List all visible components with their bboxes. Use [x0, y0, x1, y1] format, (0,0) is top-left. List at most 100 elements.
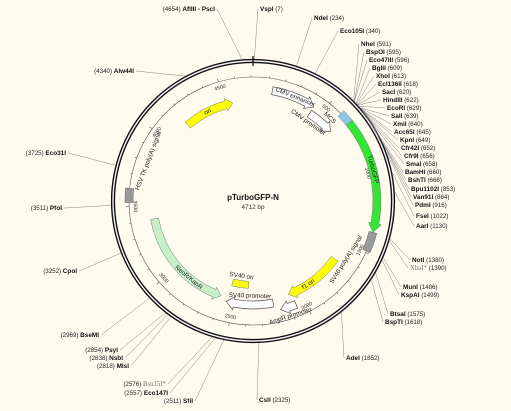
site-leader-muni [382, 257, 402, 288]
tick-mark [134, 157, 137, 159]
site-position: (622) [403, 97, 419, 104]
site-position: (2969) [61, 332, 81, 339]
site-position: (3252) [43, 268, 63, 275]
site-position: (645) [415, 129, 431, 136]
svg-text:Ecl136II (618): Ecl136II (618) [378, 81, 418, 88]
svg-text:Bpu1102I (853): Bpu1102I (853) [411, 186, 455, 193]
svg-text:HindIII (622): HindIII (622) [383, 97, 419, 104]
backbone [110, 56, 396, 344]
site-leader-alw44i [135, 70, 186, 77]
site-name: KpnI [400, 137, 414, 144]
site-fsei: FseI (1022) [416, 213, 448, 220]
site-pdmi: PdmI (916) [415, 202, 447, 209]
site-leader-sfii [194, 339, 225, 402]
site-leader-noti [389, 238, 411, 261]
tick-mark [197, 312, 199, 314]
site-psyi: (2854) PsyI [85, 347, 118, 354]
tick-mark [315, 92, 318, 95]
site-position: (2511) [164, 398, 183, 405]
site-position: (2557) [124, 390, 144, 397]
site-leader-nhei [353, 43, 360, 101]
svg-text:BspOI (595): BspOI (595) [366, 49, 401, 56]
site-ecori: EcoRI (629) [387, 105, 421, 112]
site-name: Alw44I [114, 68, 134, 75]
tick-label-3500: 3500 [131, 200, 138, 212]
site-csii: CsII (2325) [259, 397, 290, 404]
svg-text:AarI (1130): AarI (1130) [416, 223, 448, 230]
site-leader-eco147i [169, 337, 216, 394]
site-leader-bsemi [100, 297, 150, 336]
site-name: PsyI [105, 347, 118, 354]
site-leader-cfr42i [361, 109, 400, 149]
svg-text:(3725) Eco31I: (3725) Eco31I [26, 150, 66, 157]
tick-label-2000: 2000 [301, 301, 314, 312]
site-kpni: KpnI (649) [400, 137, 430, 144]
site-leader-fsei [391, 171, 415, 217]
site-leader-cpoi [78, 252, 122, 272]
site-name: KspAI [401, 292, 420, 299]
tick-mark [173, 103, 176, 105]
site-leader-ecori [358, 105, 386, 109]
svg-text:KpnI (649): KpnI (649) [400, 137, 430, 144]
sv40-ori-label: SV40 ori [229, 271, 254, 282]
site-position: (2854) [85, 347, 105, 354]
site-position: (864) [433, 194, 449, 201]
tick-label-4500: 4500 [214, 84, 227, 93]
site-position: (595) [385, 49, 401, 56]
site-name: BamHI [405, 169, 425, 176]
tick-mark [139, 254, 142, 256]
site-leader-btsai [375, 272, 389, 315]
site-leader-lines [63, 8, 415, 402]
site-name: CsII [259, 397, 271, 404]
svg-text:Cfr9I (656): Cfr9I (656) [404, 153, 435, 160]
site-name: XbaI* [410, 265, 428, 272]
site-adei: AdeI (1852) [346, 355, 379, 362]
site-position: (4340) [94, 68, 114, 75]
svg-text:(2557) Eco147I: (2557) Eco147I [124, 390, 168, 397]
site-position: (853) [439, 186, 455, 193]
svg-text:(4654) AflIII - PscI: (4654) AflIII - PscI [163, 6, 216, 13]
site-saci: SacI (620) [382, 89, 411, 96]
site-position: (629) [405, 105, 421, 112]
site-cfr42i: Cfr42I (652) [401, 145, 435, 152]
site-name: SfiI [183, 398, 193, 405]
tick-mark [156, 281, 160, 285]
svg-text:SmaI (658): SmaI (658) [406, 161, 437, 168]
site-name: Eco31I [45, 150, 66, 157]
svg-text:PdmI (916): PdmI (916) [415, 202, 447, 209]
site-leader-bspti [371, 279, 384, 323]
site-leader-van91i [382, 143, 412, 198]
plasmid-length: 4712 bp [241, 204, 265, 211]
site-sfii: (2511) SfiI [164, 398, 193, 405]
site-position: (234) [328, 15, 344, 22]
site-eco105i: Eco105I (340) [340, 28, 380, 35]
site-kspai: KspAI (1499) [401, 292, 439, 299]
site-position: (658) [421, 161, 437, 168]
site-position: (620) [395, 89, 411, 96]
site-bsemi: (2969) BseMI [61, 332, 100, 339]
tick-mark [201, 85, 204, 88]
site-position: (666) [426, 177, 442, 184]
site-bglii: BglII (609) [372, 65, 402, 72]
site-afliii-psci: (4654) AflIII - PscI [163, 6, 216, 13]
svg-text:Acc65I (645): Acc65I (645) [394, 129, 431, 136]
site-name: CpoI [63, 268, 77, 275]
svg-text:(2969) BseMI: (2969) BseMI [61, 332, 100, 339]
site-name: Bpu1102I [411, 186, 439, 193]
site-eco147i: (2557) Eco147I [124, 390, 168, 397]
site-position: (1852) [360, 355, 380, 362]
svg-text:(2511) SfiI: (2511) SfiI [164, 398, 193, 405]
svg-text:(3252) CpoI: (3252) CpoI [43, 268, 77, 275]
svg-text:NdeI (234): NdeI (234) [314, 15, 344, 22]
site-name: NdeI [314, 15, 328, 22]
site-ecl136ii: Ecl136II (618) [378, 81, 418, 88]
svg-text:(2838) NsbI: (2838) NsbI [90, 355, 124, 362]
site-name: AarI [416, 223, 429, 230]
site-position: (618) [402, 81, 418, 88]
site-position: (1380) [424, 257, 444, 264]
site-name: VspI [260, 6, 274, 13]
site-name: HindIII [383, 97, 403, 104]
site-name: PfoI [50, 205, 62, 212]
tick-mark [182, 303, 185, 306]
